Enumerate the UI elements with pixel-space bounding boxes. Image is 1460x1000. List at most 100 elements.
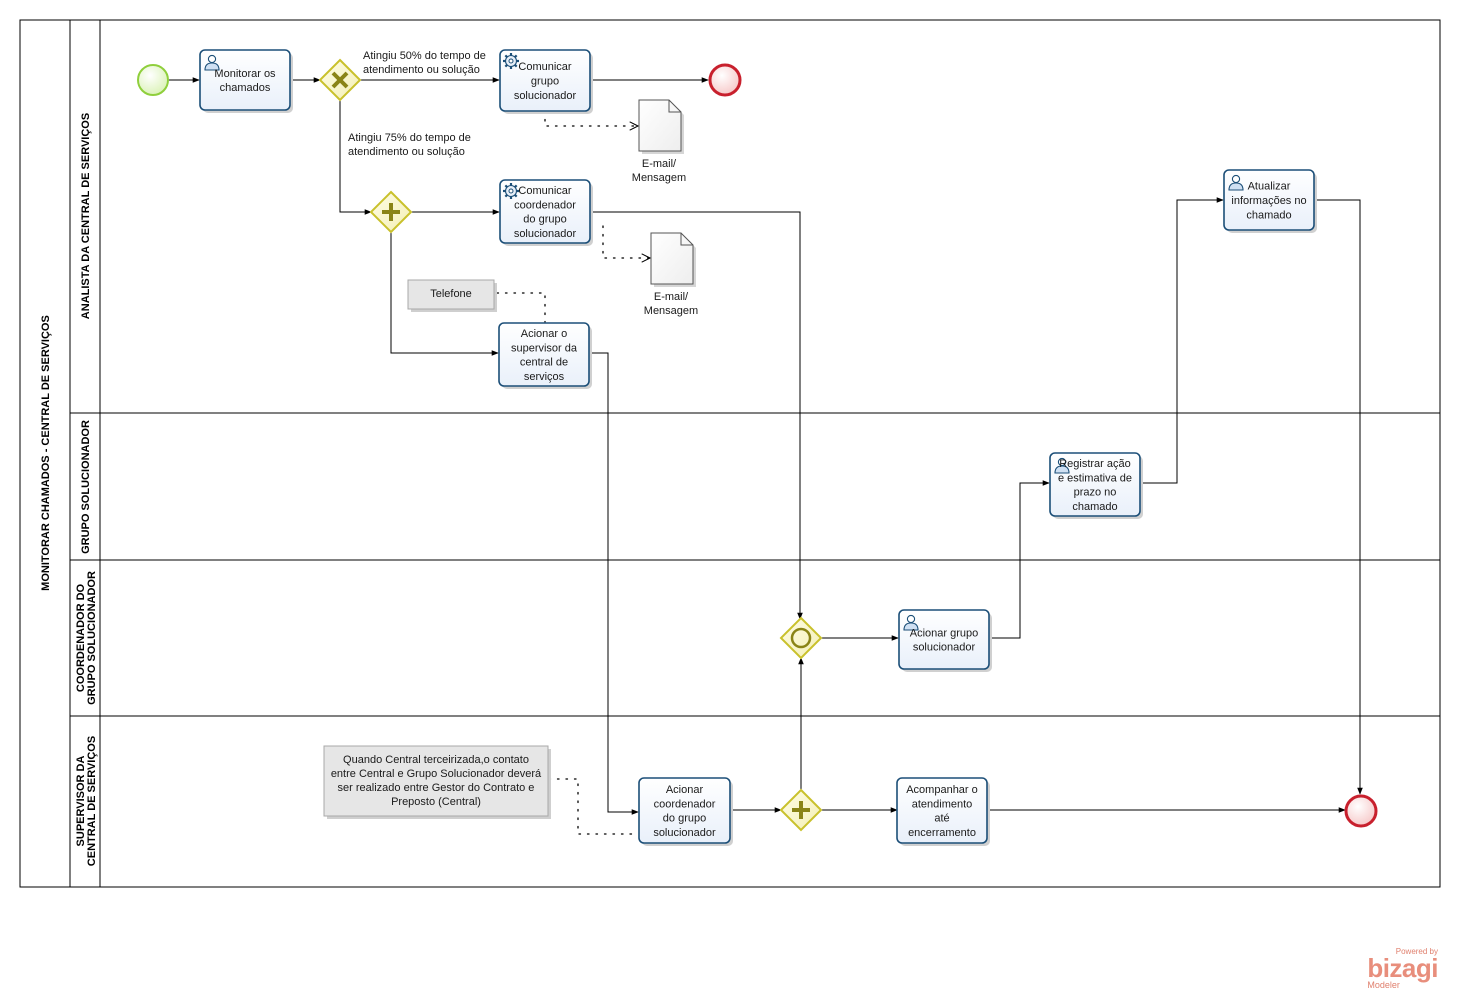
assoc-doc1 <box>544 110 638 126</box>
task-label: solucionador <box>514 90 577 102</box>
task-label: Acionar grupo <box>910 627 979 639</box>
brand-sub: Modeler <box>1367 980 1400 990</box>
lane-label: CENTRAL DE SERVIÇOS <box>86 736 98 866</box>
user-task-icon <box>1228 174 1244 191</box>
bizagi-logo: Powered by bizagi Modeler <box>1367 947 1438 990</box>
plus-icon <box>382 203 400 221</box>
task-label: até <box>934 813 949 825</box>
task-label: Monitorar os <box>214 68 276 80</box>
inclusive-gateway-join[interactable] <box>779 616 823 660</box>
task-label: Comunicar <box>518 61 572 73</box>
flow-registrar-atualizar <box>1140 197 1224 484</box>
lane-coordenador: COORDENADOR DO GRUPO SOLUCIONADOR <box>75 571 98 705</box>
task-acionar-supervisor[interactable]: Acionar o supervisor da central de serviços <box>498 322 592 389</box>
flow-atualizar-end <box>1314 199 1363 795</box>
parallel-gateway-split[interactable] <box>369 190 413 234</box>
user-task-icon <box>204 54 220 71</box>
task-label: chamados <box>220 82 271 94</box>
task-label: solucionador <box>913 642 976 654</box>
task-label: e estimativa de <box>1058 472 1132 484</box>
lane-label: GRUPO SOLUCIONADOR <box>80 420 92 554</box>
sequence-flows <box>168 77 1363 815</box>
task-acompanhar[interactable]: Acompanhar o atendimento até encerramento <box>896 777 990 846</box>
task-acionar-grupo[interactable]: Acionar grupo solucionador <box>898 609 992 672</box>
user-task-icon <box>1054 457 1070 474</box>
plus-icon <box>792 801 810 819</box>
data-object-label: Mensagem <box>632 172 686 184</box>
task-monitorar[interactable]: Monitorar os chamados <box>199 49 293 113</box>
gear-icon <box>503 183 519 199</box>
lane-label: COORDENADOR DO <box>75 583 87 692</box>
flow-comunicar-coord-join <box>590 211 803 620</box>
associations <box>496 110 650 835</box>
x-icon <box>331 71 349 89</box>
task-label: solucionador <box>653 827 716 839</box>
annotation-nota[interactable]: Quando Central terceirizada,o contato en… <box>323 745 551 819</box>
task-registrar[interactable]: Registrar ação e estimativa de prazo no cha… <box>1049 452 1143 519</box>
condition-50-line2: atendimento ou solução <box>363 64 480 76</box>
end-event-top[interactable] <box>708 63 742 97</box>
tasks: Monitorar os chamados Comunicar grupo soluci… <box>199 49 1317 846</box>
data-object-label: E-mail/ <box>642 158 677 170</box>
annotation-text: Telefone <box>430 288 472 300</box>
pool-title: MONITORAR CHAMADOS - CENTRAL DE SERVIÇOS <box>40 315 52 591</box>
task-label: solucionador <box>514 228 577 240</box>
task-label: Acionar <box>666 784 704 796</box>
task-label: atendimento <box>912 798 973 810</box>
condition-50-line1: Atingiu 50% do tempo de <box>363 50 486 62</box>
annotation-telefone[interactable]: Telefone <box>407 279 497 312</box>
annotation-text: Preposto (Central) <box>391 796 481 808</box>
flow-parallel-acionar-supervisor <box>390 232 499 356</box>
task-label: central de <box>520 357 568 369</box>
task-label: Acionar o <box>521 328 567 340</box>
task-label: Atualizar <box>1248 181 1291 193</box>
task-comunicar-grupo[interactable]: Comunicar grupo solucionador <box>499 49 593 114</box>
task-label: informações no <box>1231 195 1306 207</box>
lane-separators <box>70 412 1440 717</box>
lane-label: ANALISTA DA CENTRAL DE SERVIÇOS <box>80 113 92 319</box>
flow-gateway-parallel <box>339 100 372 215</box>
task-label: Acompanhar o <box>906 784 978 796</box>
lane-label: GRUPO SOLUCIONADOR <box>86 571 98 705</box>
data-object-label: E-mail/ <box>654 291 689 303</box>
end-event-bottom[interactable] <box>1344 794 1378 828</box>
condition-75-line2: atendimento ou solução <box>348 146 465 158</box>
annotation-text: ser realizado entre Gestor do Contrato e <box>338 782 535 794</box>
brand-powered: Powered by <box>1395 947 1438 956</box>
task-label: supervisor da <box>511 342 578 354</box>
task-label: grupo <box>531 76 559 88</box>
task-label: Registrar ação <box>1059 458 1131 470</box>
exclusive-gateway[interactable] <box>318 58 362 102</box>
task-label: do grupo <box>523 214 566 226</box>
data-object-email-1[interactable]: E-mail/ Mensagem <box>632 99 686 184</box>
parallel-gateway-bottom[interactable] <box>779 788 823 832</box>
task-label: do grupo <box>663 813 706 825</box>
start-event[interactable] <box>137 64 169 96</box>
data-object-email-2[interactable]: E-mail/ Mensagem <box>644 232 698 317</box>
flow-acionar-grupo-registrar <box>989 480 1050 639</box>
lane-grupo-solucionador: GRUPO SOLUCIONADOR <box>80 420 92 554</box>
task-acionar-coord[interactable]: Acionar coordenador do grupo solucionador <box>638 777 733 846</box>
circle-icon <box>790 627 812 649</box>
annotation-text: Quando Central terceirizada,o contato <box>343 754 529 766</box>
lane-supervisor: SUPERVISOR DA CENTRAL DE SERVIÇOS <box>75 736 98 866</box>
flow-acionar-supervisor-coord <box>589 352 639 815</box>
lane-label: SUPERVISOR DA <box>75 756 87 847</box>
task-label: coordenador <box>654 798 716 810</box>
task-label: serviços <box>524 371 565 383</box>
gear-icon <box>503 53 519 69</box>
task-label: coordenador <box>514 199 576 211</box>
task-atualizar[interactable]: Atualizar informações no chamado <box>1223 169 1317 233</box>
brand-name: bizagi <box>1367 953 1438 983</box>
data-object-label: Mensagem <box>644 305 698 317</box>
annotation-text: entre Central e Grupo Solucionador dever… <box>331 768 542 780</box>
task-label: encerramento <box>908 827 976 839</box>
task-label: chamado <box>1072 501 1117 513</box>
task-label: prazo no <box>1074 487 1117 499</box>
pool: MONITORAR CHAMADOS - CENTRAL DE SERVIÇOS <box>19 19 1441 888</box>
user-task-icon <box>903 614 919 631</box>
condition-75-line1: Atingiu 75% do tempo de <box>348 132 471 144</box>
task-label: chamado <box>1246 209 1291 221</box>
lane-analista: ANALISTA DA CENTRAL DE SERVIÇOS <box>80 113 92 319</box>
